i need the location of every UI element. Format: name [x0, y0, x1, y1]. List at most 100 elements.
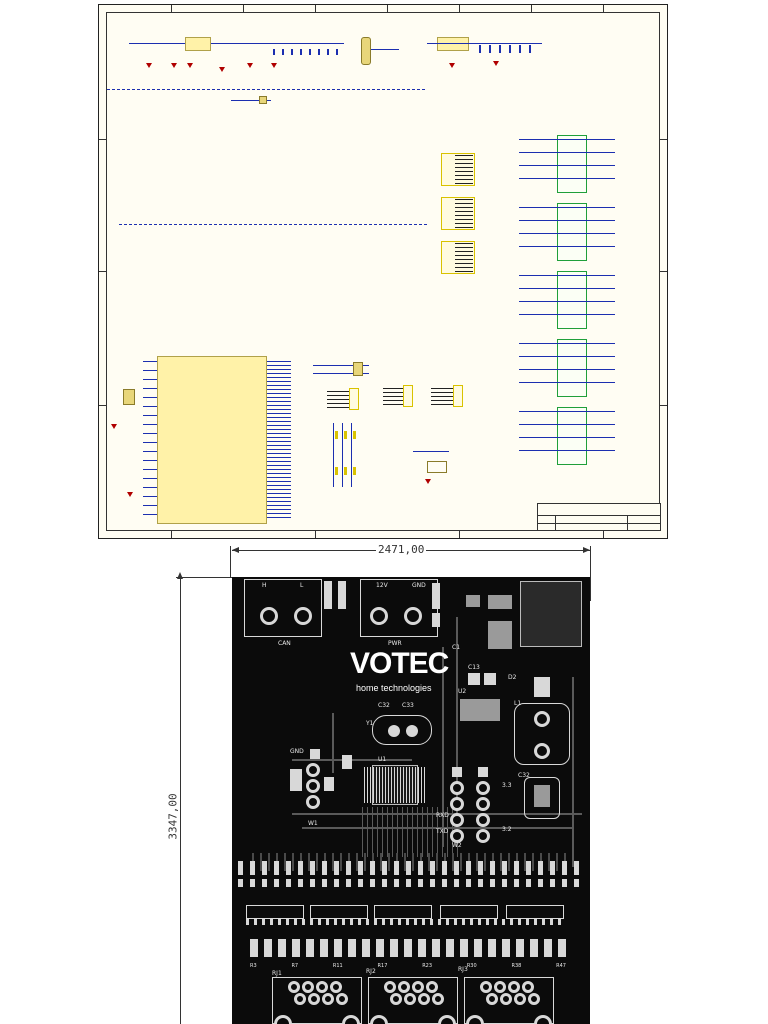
driver-ic-outline: [246, 905, 304, 919]
rj45-pad: [302, 981, 314, 993]
rxd-label: RXD: [436, 812, 449, 819]
title-block-divider: [537, 515, 661, 516]
voltage-label-33: 3.3: [502, 782, 512, 789]
connector-label-h: H: [262, 582, 267, 589]
zone-tick: [171, 5, 172, 12]
trace: [442, 647, 444, 847]
net: [313, 365, 369, 366]
ref-c14: C32: [518, 772, 530, 779]
rj45-pad: [294, 993, 306, 1005]
title-block-divider: [627, 515, 628, 531]
crystal-pad: [406, 725, 418, 737]
zone-tick: [387, 5, 388, 12]
rj45-mount-hole: [438, 1015, 456, 1024]
header-connector: [403, 385, 413, 407]
relay-nets: [519, 411, 615, 463]
smd-pad: [484, 673, 496, 685]
transistor-symbol: [427, 461, 447, 473]
extension-line: [590, 546, 591, 601]
smd-pad: [432, 613, 440, 627]
decoupling-caps: [273, 49, 343, 55]
rj45-pad: [514, 993, 526, 1005]
crystal-pad: [388, 725, 400, 737]
square-pad: [310, 749, 320, 759]
resistor-pad-row: [238, 861, 584, 875]
txd-label: TXD: [436, 828, 449, 835]
header-pad: [476, 781, 490, 795]
microcontroller-symbol: [157, 356, 267, 524]
zone-tick: [603, 5, 604, 12]
smd-pad: [324, 777, 334, 791]
relay-nets: [519, 207, 615, 259]
trace: [332, 713, 334, 773]
ref-rj3: RJ3: [458, 966, 468, 973]
ref-label: R17: [377, 963, 388, 969]
zone-tick: [603, 531, 604, 538]
rj45-pad: [412, 981, 424, 993]
zone-tick: [99, 139, 106, 140]
header-pad: [476, 797, 490, 811]
pwr-label: PWR: [388, 640, 402, 647]
rj45-mount-hole: [534, 1015, 552, 1024]
smd-pad: [324, 581, 332, 609]
ground-symbol: [111, 424, 117, 429]
square-pad: [478, 767, 488, 777]
crystal-symbol: [123, 389, 135, 405]
header-connector: [349, 388, 359, 410]
power-pad: [534, 785, 550, 807]
width-dimension-label: 2471,00: [376, 543, 427, 556]
height-dimension-line: [180, 577, 181, 1024]
ground-symbol: [219, 67, 225, 72]
screw-terminal-pad: [294, 607, 312, 625]
ground-symbol: [493, 61, 499, 66]
square-pad: [452, 767, 462, 777]
header-pad: [306, 795, 320, 809]
header-pad: [476, 829, 490, 843]
screw-terminal-pad: [370, 607, 388, 625]
header-connector: [453, 385, 463, 407]
power-pad: [488, 621, 512, 649]
crystal-outline: [372, 715, 432, 745]
zone-tick: [660, 271, 667, 272]
zone-tick: [660, 405, 667, 406]
connector-label-l: L: [300, 582, 304, 589]
ref-label: R47: [556, 963, 566, 969]
trace: [292, 759, 412, 761]
rj45-pad: [528, 993, 540, 1005]
connector-pins: [383, 388, 403, 406]
voltage-label-32: 3.2: [502, 826, 512, 833]
ref-c32: C32: [378, 702, 390, 709]
smd-pad: [290, 769, 302, 791]
resistor-bodies: [335, 431, 359, 439]
rj45-pad: [418, 993, 430, 1005]
rj45-pad: [508, 981, 520, 993]
power-net-2: [427, 43, 542, 44]
cap-outline: [524, 777, 560, 819]
rj45-pad: [384, 981, 396, 993]
inductor-outline: [514, 703, 570, 765]
smd-pad: [342, 755, 352, 769]
ground-symbol: [271, 63, 277, 68]
ref-u1: U1: [378, 756, 387, 763]
rj45-pad: [522, 981, 534, 993]
ground-symbol: [146, 63, 152, 68]
ref-c13: C13: [468, 664, 480, 671]
rj45-pad: [494, 981, 506, 993]
regulator-pad: [460, 699, 500, 721]
driver-ic-outline: [440, 905, 498, 919]
zone-tick: [459, 531, 460, 538]
connector-label-gnd: GND: [412, 582, 426, 589]
diode-net: [231, 100, 271, 101]
ground-symbol: [449, 63, 455, 68]
net: [413, 451, 449, 452]
smd-pad: [338, 581, 346, 609]
connector-pins: [431, 388, 453, 406]
connector-label-12v: 12V: [376, 582, 388, 589]
trace: [572, 677, 574, 867]
zone-tick: [315, 531, 316, 538]
rj45-pad: [432, 993, 444, 1005]
zone-tick: [243, 5, 244, 12]
mcu-left-pins: [143, 361, 157, 521]
extension-line: [230, 546, 231, 577]
header-pad: [476, 813, 490, 827]
